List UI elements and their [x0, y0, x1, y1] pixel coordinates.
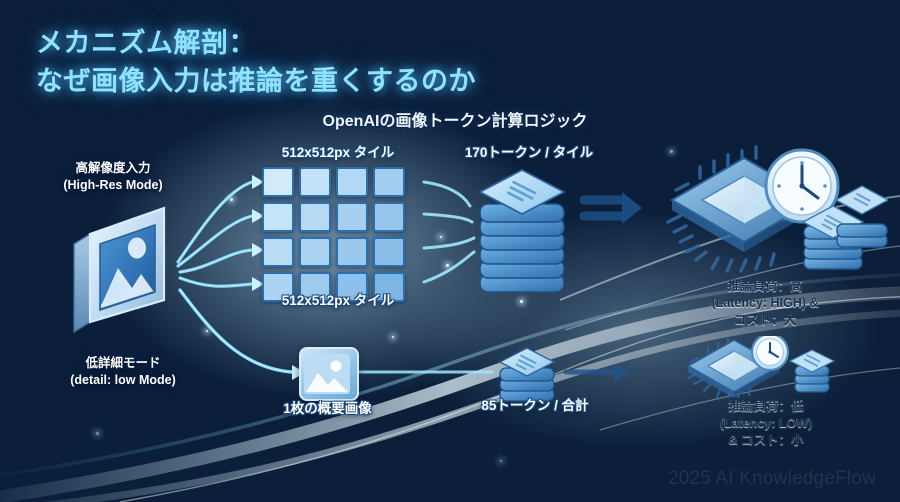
coin-stack-icon: [801, 185, 888, 270]
arrow-low-path: [563, 364, 630, 381]
image-tile: [373, 272, 405, 302]
source-image-graphic: [60, 200, 190, 345]
image-tile: [262, 272, 294, 302]
sparkle: [230, 198, 233, 201]
image-tile: [373, 167, 405, 197]
low-cost-result-graphic: [682, 336, 842, 398]
server-stack-graphic: [476, 164, 580, 294]
footer-branding: 2025 AI KnowledgeFlow: [667, 468, 876, 489]
server-stack-icon: [478, 168, 566, 293]
label-result-high: 推論負荷：高 (Latency: HIGH) & コスト：大: [711, 279, 819, 327]
arrow-high-path: [579, 192, 642, 224]
image-tile: [299, 272, 331, 302]
label-high-res-input: 高解像度入力 (High-Res Mode): [63, 161, 163, 192]
sparkle: [96, 432, 99, 435]
label-tile-size-top: 512x512px タイル: [281, 145, 395, 160]
image-tile: [262, 202, 294, 232]
flow-arrowheads-tiles: [252, 175, 264, 291]
image-tile: [373, 237, 405, 267]
clock-small-icon: [750, 336, 790, 372]
label-single-overview-image: 1枚の概要画像: [283, 401, 372, 416]
image-tile: [336, 167, 368, 197]
image-tile: [299, 237, 331, 267]
clock-icon: [764, 148, 840, 224]
label-tokens-total: 85トークン / 合計: [481, 398, 589, 413]
page-subtitle: OpenAIの画像トークン計算ロジック: [322, 113, 588, 130]
image-tile: [336, 202, 368, 232]
tile-grid: [262, 167, 405, 302]
sparkle: [206, 330, 208, 332]
sparkle: [520, 300, 523, 303]
image-thumbnail-icon: [299, 347, 359, 401]
server-stack-small-icon: [498, 347, 556, 402]
image-tile: [336, 237, 368, 267]
label-result-low: 推論負荷：低 (Latency: LOW) & コスト：小: [719, 399, 813, 447]
high-cost-result-graphic: [658, 138, 888, 283]
sparkle: [440, 236, 442, 238]
page-title: メカニズム解剖： なぜ画像入力は推論を重くするのか: [36, 28, 476, 97]
sparkle: [446, 264, 449, 267]
image-photo-isometric-icon: [73, 206, 166, 334]
sparkle: [392, 336, 394, 338]
sparkle: [500, 460, 502, 462]
image-tile: [262, 167, 294, 197]
label-tile-size-bottom: 512x512px タイル: [281, 293, 395, 308]
label-low-detail-mode: 低詳細モード (detail: low Mode): [70, 356, 176, 387]
sparkle: [670, 150, 673, 153]
image-tile: [262, 237, 294, 267]
image-tile: [299, 202, 331, 232]
server-stack-small-graphic: [496, 344, 558, 404]
label-tokens-per-tile: 170トークン / タイル: [464, 145, 594, 160]
image-tile: [299, 167, 331, 197]
image-tile: [373, 202, 405, 232]
image-tile: [336, 272, 368, 302]
